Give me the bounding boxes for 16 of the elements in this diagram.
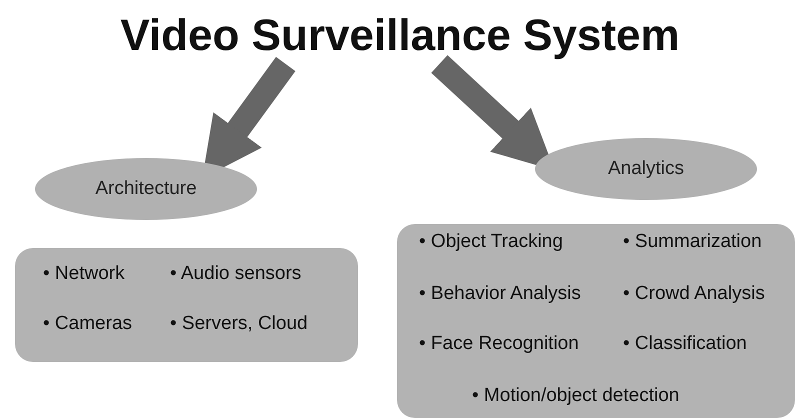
list-item: • Network xyxy=(43,262,125,286)
list-item: • Cameras xyxy=(43,312,132,336)
title-text: Video Surveillance System xyxy=(100,8,700,64)
list-panel xyxy=(397,224,795,418)
list-item: • Audio sensors xyxy=(170,262,302,286)
list-item: • Classification xyxy=(623,332,747,356)
list-item: • Servers, Cloud xyxy=(170,312,308,336)
category-ellipse: Architecture xyxy=(35,158,257,220)
list-item: • Crowd Analysis xyxy=(623,282,765,306)
list-item: • Summarization xyxy=(623,230,762,254)
list-panel xyxy=(15,248,358,362)
category-ellipse: Analytics xyxy=(535,138,757,200)
list-item: • Motion/object detection xyxy=(472,384,680,408)
list-item: • Object Tracking xyxy=(419,230,563,254)
list-item: • Behavior Analysis xyxy=(419,282,581,306)
list-item: • Face Recognition xyxy=(419,332,579,356)
